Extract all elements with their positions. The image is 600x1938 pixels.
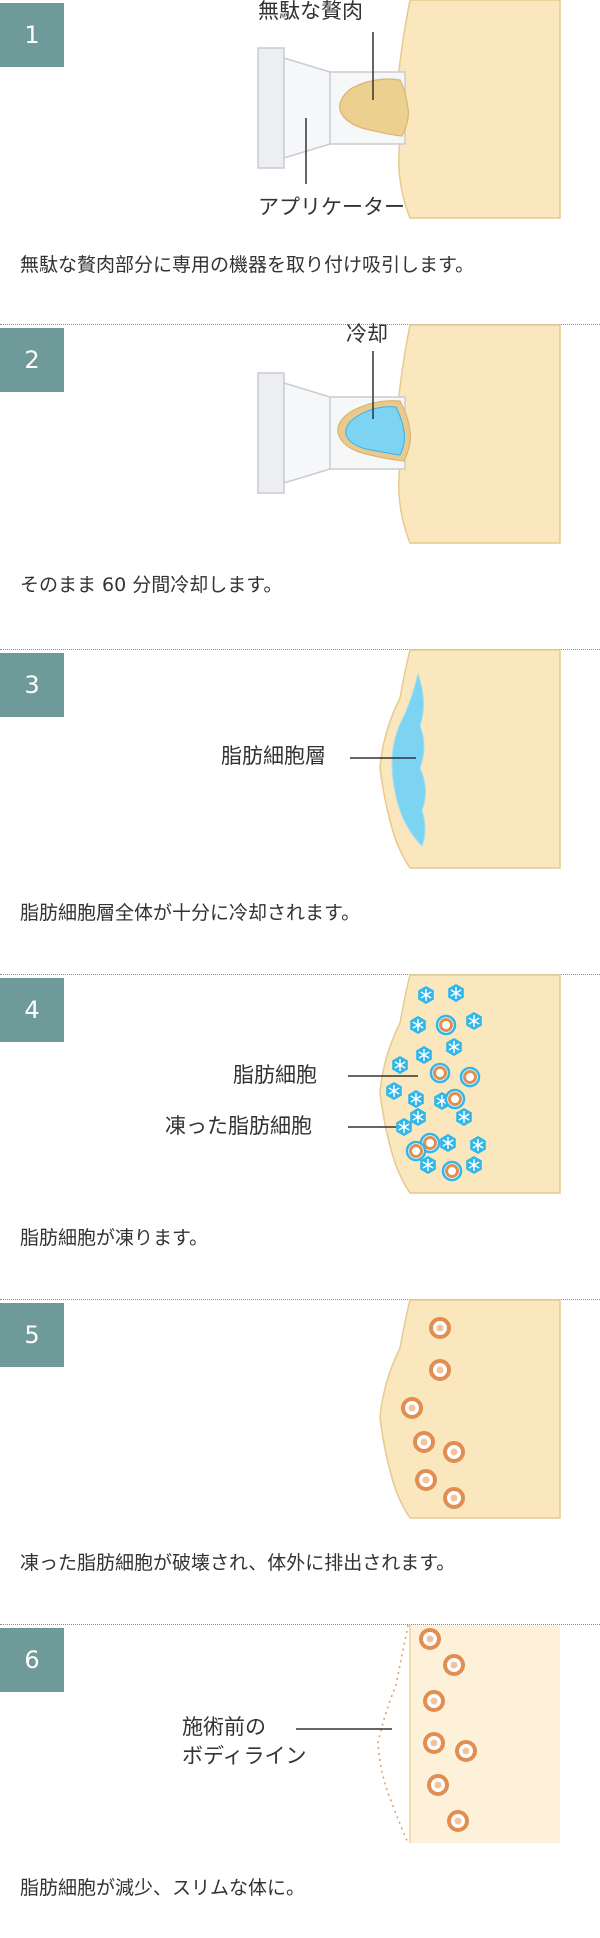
step-1-illustration	[257, 0, 561, 219]
frozen-fat-cell	[418, 986, 434, 1004]
fat-cell	[459, 1066, 481, 1088]
applicator-label: アプリケーター	[258, 195, 405, 219]
frozen-fat-cell	[446, 1038, 462, 1056]
fat-cell	[441, 1160, 463, 1182]
remaining-fat-cell	[423, 1690, 445, 1712]
remaining-fat-cell	[443, 1654, 465, 1676]
step-caption: 無駄な贅肉部分に専用の機器を取り付け吸引します。	[20, 254, 475, 276]
fat-label: 無駄な贅肉	[258, 0, 363, 23]
cells-label: 脂肪細胞	[233, 1063, 317, 1087]
remaining-fat-cell	[447, 1810, 469, 1832]
before-body-line-label: 施術前の ボディライン	[182, 1715, 307, 1769]
remaining-fat-cell	[455, 1740, 477, 1762]
remaining-fat-cell	[423, 1732, 445, 1754]
step-number-badge: 2	[0, 328, 64, 392]
frozen-fat-cell	[456, 1108, 472, 1126]
step-1: 1 無駄な贅肉 アプリケーター 無駄な贅肉部分に専用の機器を取り付け吸引します。	[0, 0, 600, 325]
destroyed-fat-cell	[429, 1317, 451, 1339]
step-number-badge: 5	[0, 1303, 64, 1367]
fat-bulge	[339, 78, 409, 137]
step-3: 3 脂肪細胞層 脂肪細胞層全体が十分に冷却されます。	[0, 649, 600, 975]
step-caption: 脂肪細胞が凍ります。	[20, 1227, 209, 1249]
skin-body	[397, 324, 561, 544]
frozen-fat-cell	[386, 1082, 402, 1100]
frozen-fat-cell	[410, 1016, 426, 1034]
step-number-badge: 3	[0, 653, 64, 717]
step-2-illustration	[257, 324, 561, 544]
fat-cell	[444, 1088, 466, 1110]
step-4-illustration	[348, 974, 561, 1194]
destroyed-fat-cell	[401, 1397, 423, 1419]
fat-cell-layer	[391, 672, 426, 847]
destroyed-fat-cell	[443, 1441, 465, 1463]
step-caption: 凍った脂肪細胞が破壊され、体外に排出されます。	[20, 1552, 456, 1574]
step-number-badge: 6	[0, 1628, 64, 1692]
cold-area	[345, 406, 405, 456]
frozen-cells-label: 凍った脂肪細胞	[165, 1114, 312, 1138]
destroyed-fat-cell	[415, 1469, 437, 1491]
remaining-fat-cell	[419, 1628, 441, 1650]
step-6-illustration	[296, 1624, 560, 1844]
step-number-badge: 4	[0, 978, 64, 1042]
fat-cell	[405, 1140, 427, 1162]
skin-body	[379, 649, 561, 869]
destroyed-fat-cell	[443, 1487, 465, 1509]
step-5-illustration	[379, 1299, 561, 1519]
step-number-badge: 1	[0, 3, 64, 67]
frozen-fat-cell	[408, 1090, 424, 1108]
cooling-label: 冷却	[346, 322, 388, 346]
applicator-base	[257, 47, 285, 169]
step-4: 4 脂肪細胞 凍った脂肪細胞 脂肪細胞が凍ります。	[0, 974, 600, 1300]
step-caption: 脂肪細胞層全体が十分に冷却されます。	[20, 902, 361, 924]
step-2: 2 冷却 そのまま 60 分間冷却します。	[0, 322, 600, 650]
previous-body-line	[377, 1624, 409, 1844]
applicator-base	[257, 372, 285, 494]
frozen-fat-cell	[416, 1046, 432, 1064]
frozen-fat-cell	[466, 1156, 482, 1174]
step-3-illustration	[350, 649, 561, 869]
frozen-fat-cell	[470, 1136, 486, 1154]
frozen-fat-cell	[466, 1012, 482, 1030]
frozen-fat-cell	[448, 984, 464, 1002]
frozen-fat-cell	[420, 1156, 436, 1174]
skin-body	[379, 1299, 561, 1519]
step-caption: そのまま 60 分間冷却します。	[20, 574, 283, 596]
layer-label: 脂肪細胞層	[221, 744, 326, 768]
skin-body	[397, 0, 561, 219]
frozen-fat-cell	[440, 1134, 456, 1152]
destroyed-fat-cell	[413, 1431, 435, 1453]
destroyed-fat-cell	[429, 1359, 451, 1381]
step-caption: 脂肪細胞が減少、スリムな体に。	[20, 1877, 306, 1899]
remaining-fat-cell	[427, 1774, 449, 1796]
step-6: 6 施術前の ボディライン 脂肪細胞が減少、スリムな体に。	[0, 1624, 600, 1938]
fat-cell	[435, 1014, 457, 1036]
step-5: 5 凍った脂肪細胞が破壊され、体外に排出されます。	[0, 1299, 600, 1625]
frozen-fat-cell	[410, 1108, 426, 1126]
fat-cell	[429, 1062, 451, 1084]
frozen-fat-cell	[392, 1056, 408, 1074]
frozen-fat-cell	[396, 1118, 412, 1136]
